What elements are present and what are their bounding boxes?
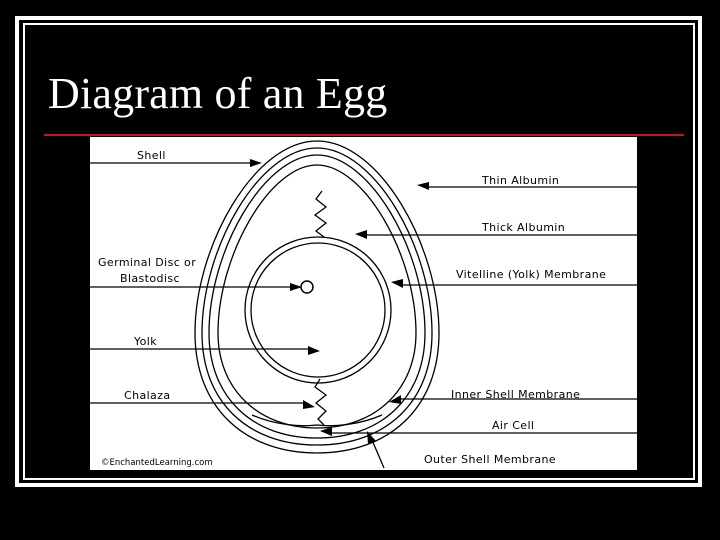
label-germinal-disc-line2: Blastodisc <box>120 272 180 285</box>
label-outer-shell-membrane: Outer Shell Membrane <box>424 453 556 466</box>
egg-diagram-panel: Shell Thin Albumin Thick Albumin Germina… <box>90 137 637 470</box>
label-yolk: Yolk <box>133 335 157 348</box>
yolk <box>251 243 385 377</box>
label-thick-albumin: Thick Albumin <box>481 221 565 234</box>
thin-albumin-arrow <box>417 182 429 190</box>
credit-text: ©EnchantedLearning.com <box>101 458 213 468</box>
label-vitelline-membrane: Vitelline (Yolk) Membrane <box>456 268 606 281</box>
germinal-disc-arrow <box>290 283 302 291</box>
label-air-cell: Air Cell <box>492 419 534 432</box>
chalaza-top <box>315 191 326 237</box>
air-cell <box>252 415 382 426</box>
germinal-disc <box>301 281 313 293</box>
title-divider <box>44 134 684 136</box>
label-thin-albumin: Thin Albumin <box>481 174 559 187</box>
yolk-arrow <box>308 346 320 355</box>
label-inner-shell-membrane: Inner Shell Membrane <box>451 388 580 401</box>
outer-shell-membrane-pointer <box>372 440 384 468</box>
thick-albumin-arrow <box>355 230 367 239</box>
vitelline-arrow <box>391 279 403 288</box>
shell-arrow <box>250 159 262 167</box>
slide-title: Diagram of an Egg <box>48 72 387 116</box>
egg-shell-group <box>195 141 439 453</box>
chalaza-bottom <box>315 379 326 425</box>
label-chalaza: Chalaza <box>124 389 171 402</box>
egg-diagram: Shell Thin Albumin Thick Albumin Germina… <box>90 137 637 470</box>
label-shell: Shell <box>137 149 166 162</box>
shell-outline <box>195 141 439 453</box>
vitelline-membrane <box>245 237 391 383</box>
chalaza-arrow <box>303 400 315 409</box>
label-germinal-disc-line1: Germinal Disc or <box>98 256 196 269</box>
